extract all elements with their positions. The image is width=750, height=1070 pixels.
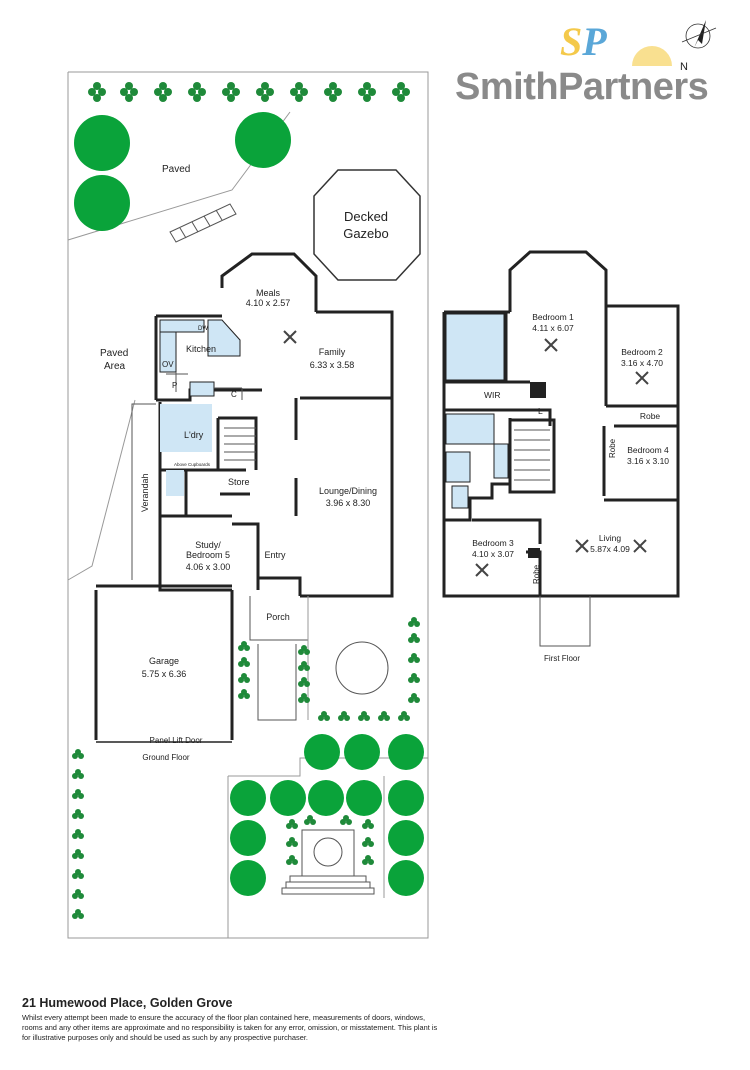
label-ov: OV [162, 360, 174, 369]
label-bed2: Bedroom 2 [621, 347, 663, 357]
north-label: N [680, 61, 688, 73]
label-living-size: 5.87x 4.09 [590, 544, 630, 554]
label-robe4: Robe [608, 438, 617, 458]
label-bed4-size: 3.16 x 3.10 [627, 456, 669, 466]
trees-top [74, 112, 291, 231]
ground-floor-walls [94, 252, 394, 743]
label-garage-size: 5.75 x 6.36 [142, 669, 187, 679]
label-study-2: Bedroom 5 [186, 550, 230, 560]
shrubs-left-strip [72, 749, 84, 919]
label-bed3-size: 4.10 x 3.07 [472, 549, 514, 559]
garden-fountain [281, 815, 375, 895]
label-porch: Porch [266, 612, 290, 622]
label-robe3: Robe [532, 564, 541, 584]
label-entry: Entry [264, 550, 286, 560]
property-address: 21 Humewood Place, Golden Grove [22, 996, 233, 1010]
footer: 21 Humewood Place, Golden Grove Whilst e… [22, 996, 722, 1043]
logo-mark: SP [560, 19, 607, 64]
label-lounge: Lounge/Dining [319, 486, 377, 496]
label-bed2-size: 3.16 x 4.70 [621, 358, 663, 368]
shrub-row-top [88, 82, 410, 102]
label-wir: WIR [484, 390, 501, 400]
steps-top [169, 203, 237, 243]
label-robe2: Robe [640, 411, 661, 421]
label-meals: Meals [256, 288, 281, 298]
label-gazebo-1: Decked [344, 209, 388, 224]
garden-feature-circle [335, 641, 389, 695]
first-floor-walls [442, 250, 680, 647]
label-bed1-size: 4.11 x 6.07 [532, 323, 574, 333]
label-gazebo-2: Gazebo [343, 226, 389, 241]
trees-front-garden [230, 734, 424, 896]
label-pantry: P [172, 381, 177, 390]
decked-gazebo [313, 169, 421, 281]
label-family-size: 6.33 x 3.58 [310, 360, 355, 370]
label-paved-top: Paved [162, 164, 190, 175]
north-arrow-icon: N [680, 20, 717, 73]
shrubs-front [238, 617, 420, 721]
label-bed3: Bedroom 3 [472, 538, 514, 548]
label-paved-area-2: Area [104, 361, 126, 372]
label-cupboard: C [231, 390, 237, 399]
label-dw: DW [198, 326, 208, 332]
label-above-cupboards: Above Cupboards [174, 462, 211, 467]
label-meals-size: 4.10 x 2.57 [246, 298, 291, 308]
label-living: Living [599, 533, 621, 543]
brand-logo-text: SmithPartners [455, 66, 709, 108]
label-family: Family [319, 347, 346, 357]
logo-sun [632, 46, 672, 66]
label-linen: L [538, 406, 543, 416]
caption-first-floor: First Floor [544, 654, 580, 663]
label-garage: Garage [149, 656, 179, 666]
label-laundry: L'dry [184, 430, 204, 440]
label-study-size: 4.06 x 3.00 [186, 562, 231, 572]
label-study-1: Study/ [195, 540, 221, 550]
label-bed1: Bedroom 1 [532, 312, 574, 322]
ceiling-fan-icons [283, 330, 649, 577]
label-paved-area-1: Paved [100, 348, 128, 359]
caption-ground-floor: Ground Floor [142, 753, 189, 762]
label-bed4: Bedroom 4 [627, 445, 669, 455]
label-verandah: Verandah [140, 473, 150, 512]
label-lounge-size: 3.96 x 8.30 [326, 498, 371, 508]
disclaimer-text: Whilst every attempt been made to ensure… [22, 1013, 438, 1042]
floor-plan: Paved Decked Gazebo Paved Area Verandah [67, 71, 680, 939]
label-kitchen: Kitchen [186, 344, 216, 354]
label-store: Store [228, 477, 250, 487]
label-garage-door: Panel Lift Door [150, 736, 203, 745]
